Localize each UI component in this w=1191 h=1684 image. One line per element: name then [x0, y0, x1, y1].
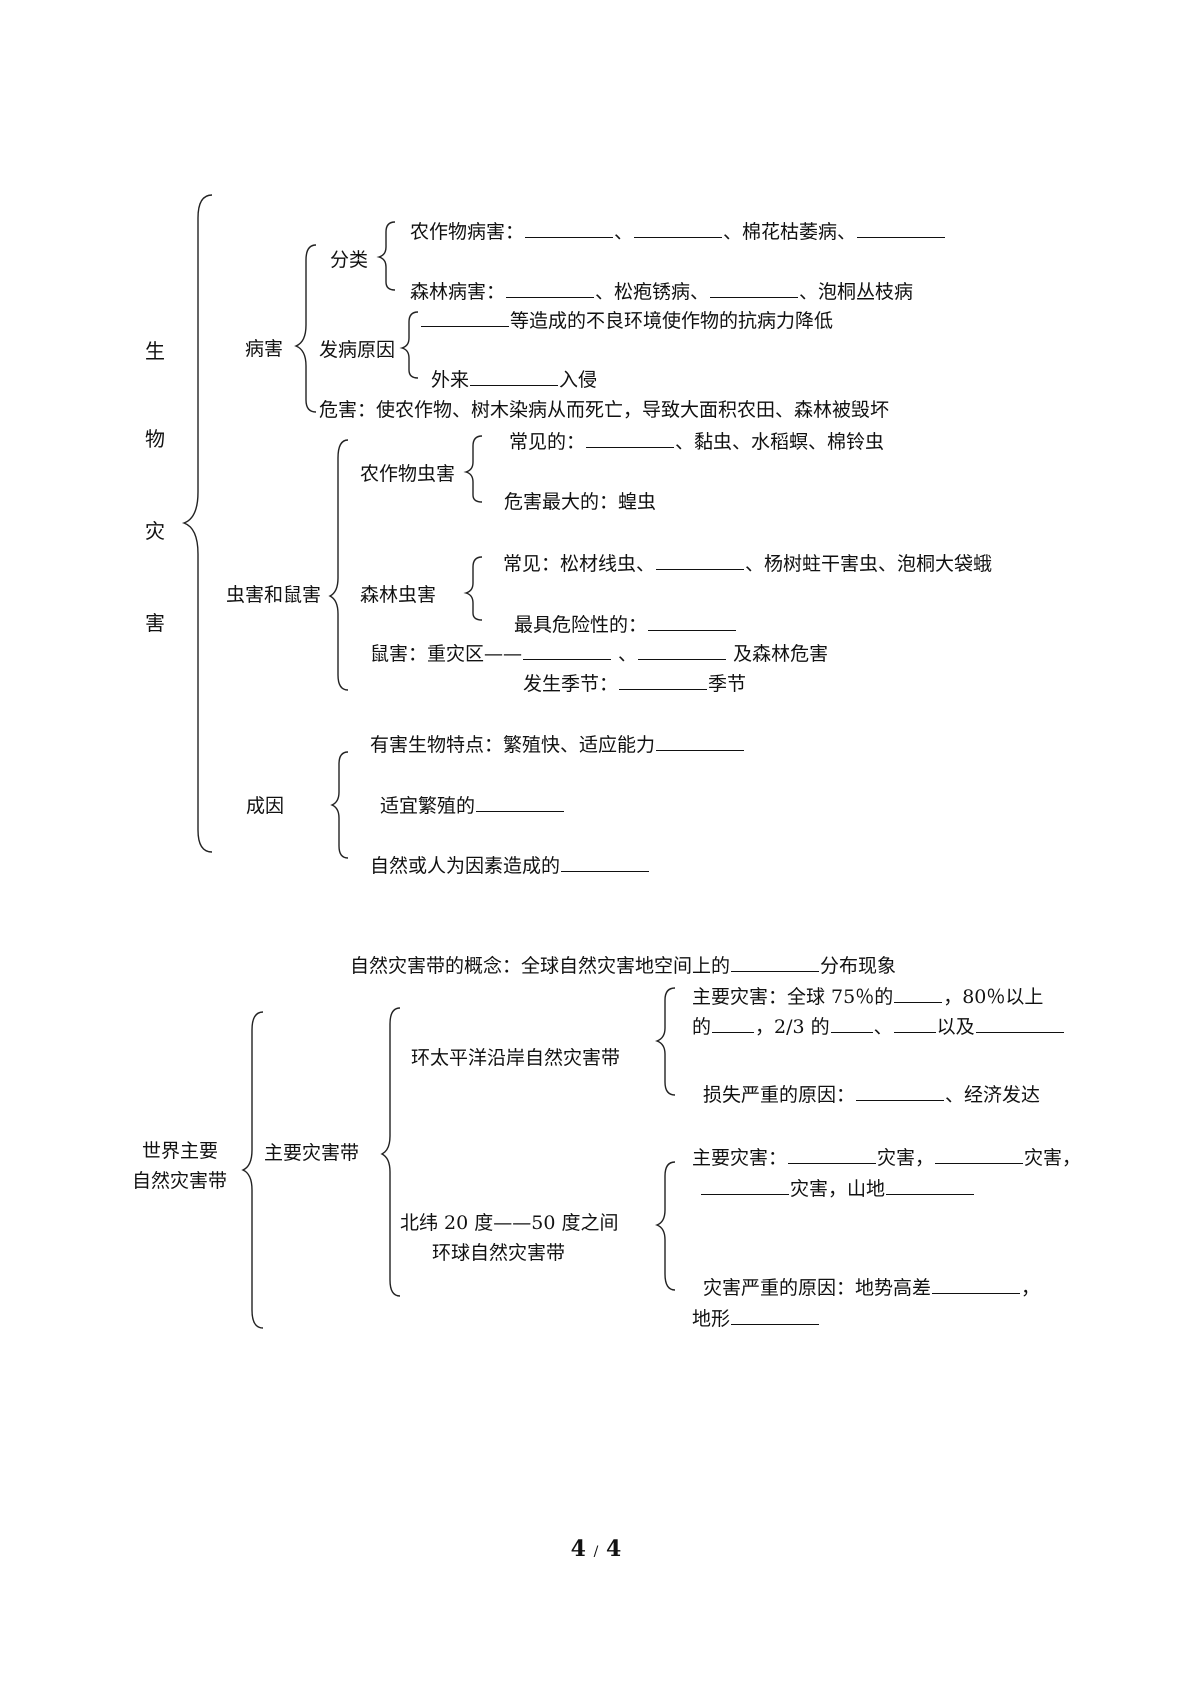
- world-zones-label-1: 世界主要: [142, 1140, 219, 1162]
- brace-causes: [330, 751, 349, 859]
- rodent-line: 鼠害：重灾区—— 、 及森林危害: [370, 643, 829, 665]
- blank: [731, 1323, 820, 1325]
- bio-title-char-4: 害: [145, 611, 165, 635]
- blank: [731, 970, 820, 972]
- brace-disease: [294, 244, 317, 413]
- blank: [710, 296, 799, 298]
- blank: [975, 1031, 1064, 1033]
- blank: [656, 749, 745, 751]
- causes-suitable-line: 适宜繁殖的: [380, 795, 565, 817]
- pacific-main-line-2: 的，2/3 的、以及: [692, 1016, 1065, 1038]
- foreign-cause-line: 外来入侵: [431, 369, 598, 391]
- blank: [421, 325, 509, 327]
- brace-pacific: [655, 987, 676, 1096]
- page-number: 4 / 4: [570, 1536, 622, 1562]
- blank: [932, 1292, 1021, 1294]
- blank: [634, 236, 723, 238]
- brace-cause: [399, 311, 419, 379]
- brace-world: [241, 1011, 264, 1329]
- brace-pests: [328, 439, 349, 691]
- brace-classification: [376, 221, 396, 291]
- cause-label: 发病原因: [319, 339, 396, 361]
- blank: [638, 658, 727, 660]
- blank: [886, 1193, 975, 1195]
- crop-pests-common-line: 常见的：、黏虫、水稻螟、棉铃虫: [509, 431, 885, 453]
- disease-label: 病害: [245, 338, 284, 360]
- blank: [712, 1031, 755, 1033]
- bio-title-char-1: 生: [145, 339, 165, 363]
- classification-label: 分类: [330, 249, 369, 271]
- forest-pests-danger-line: 最具危险性的：: [514, 614, 737, 636]
- forest-pests-label: 森林虫害: [360, 584, 437, 606]
- brace-bio-main: [181, 194, 213, 853]
- blank: [648, 629, 737, 631]
- bio-title-char-2: 物: [145, 427, 165, 451]
- blank: [701, 1193, 789, 1195]
- causes-human-line: 自然或人为因素造成的: [370, 855, 650, 877]
- pests-label: 虫害和鼠害: [226, 584, 322, 606]
- blank: [525, 236, 614, 238]
- brace-crop-pests: [463, 435, 483, 503]
- blank: [523, 658, 612, 660]
- north-main-line: 主要灾害：灾害，灾害，: [692, 1147, 1082, 1169]
- crop-disease-line: 农作物病害：、、棉花枯萎病、: [410, 221, 946, 243]
- north-main-line-2: 灾害，山地: [700, 1178, 975, 1200]
- crop-pests-worst-line: 危害最大的：蝗虫: [504, 491, 657, 513]
- north-zone-label-1: 北纬 20 度——50 度之间: [400, 1212, 619, 1234]
- blank: [470, 384, 559, 386]
- pacific-zone-label: 环太平洋沿岸自然灾害带: [411, 1047, 621, 1069]
- blank: [856, 1099, 945, 1101]
- crop-pests-label: 农作物虫害: [360, 463, 456, 485]
- world-zones-label-2: 自然灾害带: [132, 1170, 228, 1192]
- main-zones-label: 主要灾害带: [264, 1142, 360, 1164]
- causes-label: 成因: [246, 795, 285, 817]
- blank: [586, 446, 675, 448]
- north-terrain-line: 地形: [692, 1308, 820, 1330]
- bio-title-char-3: 灾: [145, 519, 165, 543]
- blank: [857, 236, 946, 238]
- blank: [561, 870, 650, 872]
- pacific-main-line: 主要灾害：全球 75％的，80％以上: [692, 986, 1044, 1008]
- blank: [830, 1031, 873, 1033]
- env-cause-line: 等造成的不良环境使作物的抗病力降低: [420, 310, 833, 332]
- blank: [788, 1162, 877, 1164]
- brace-north: [655, 1161, 676, 1291]
- forest-pests-common-line: 常见：松材线虫、、杨树蛀干害虫、泡桐大袋蛾: [503, 553, 993, 575]
- blank: [656, 568, 745, 570]
- blank: [506, 296, 595, 298]
- disease-harm-line: 危害：使农作物、树木染病从而死亡，导致大面积农田、森林被毁坏: [319, 399, 890, 421]
- north-zone-label-2: 环球自然灾害带: [432, 1242, 566, 1264]
- rodent-season-line: 发生季节：季节: [523, 673, 747, 695]
- zones-concept-line: 自然灾害带的概念：全球自然灾害地空间上的分布现象: [350, 955, 897, 977]
- blank: [935, 1162, 1024, 1164]
- blank: [894, 1001, 943, 1003]
- forest-disease-line: 森林病害：、松疱锈病、、泡桐丛枝病: [410, 281, 914, 303]
- pacific-loss-line: 损失严重的原因：、经济发达: [703, 1084, 1041, 1106]
- brace-forest-pests: [463, 556, 483, 621]
- north-severe-line: 灾害严重的原因：地势高差，: [703, 1277, 1041, 1299]
- brace-main-zones: [380, 1007, 401, 1297]
- blank: [893, 1031, 936, 1033]
- blank: [476, 810, 565, 812]
- blank: [619, 688, 708, 690]
- causes-trait-line: 有害生物特点：繁殖快、适应能力: [370, 734, 745, 756]
